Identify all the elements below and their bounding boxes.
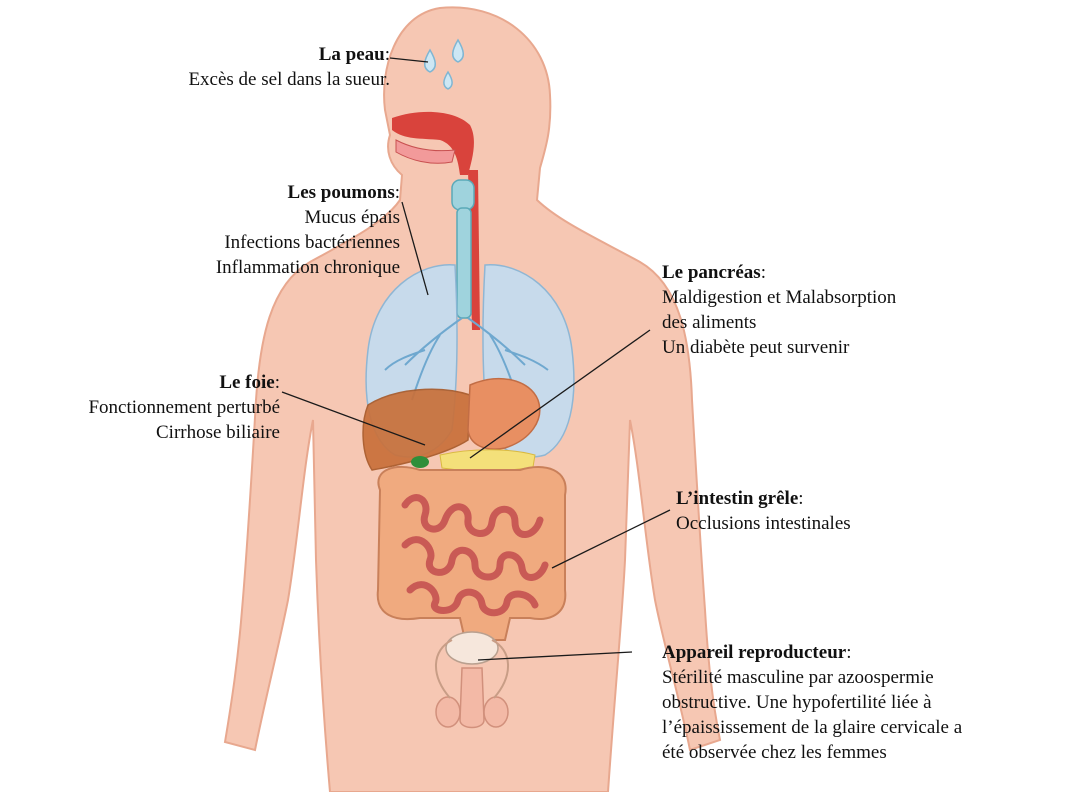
label-reproductive-title: Appareil reproducteur xyxy=(662,642,846,663)
label-intestine: L’intestin grêle: Occlusions intestinale… xyxy=(676,486,851,536)
label-reproductive-line-4: été observée chez les femmes xyxy=(662,740,962,765)
penis xyxy=(460,668,484,728)
label-reproductive-line-2: obstructive. Une hypofertilité liée à xyxy=(662,690,962,715)
label-pancreas-line-1: Maldigestion et Malabsorption xyxy=(662,285,896,310)
label-lungs: Les poumons: Mucus épais Infections bact… xyxy=(216,180,400,280)
label-intestine-line-1: Occlusions intestinales xyxy=(676,511,851,536)
larynx xyxy=(452,180,474,210)
pancreas xyxy=(440,450,535,471)
label-intestine-title: L’intestin grêle xyxy=(676,488,798,509)
label-lungs-line-3: Inflammation chronique xyxy=(216,255,400,280)
label-reproductive: Appareil reproducteur: Stérilité masculi… xyxy=(662,640,962,765)
label-lungs-line-2: Infections bactériennes xyxy=(216,230,400,255)
label-liver-title: Le foie xyxy=(219,372,274,393)
label-reproductive-line-3: l’épaississement de la glaire cervicale … xyxy=(662,715,962,740)
label-reproductive-line-1: Stérilité masculine par azoospermie xyxy=(662,665,962,690)
label-lungs-line-1: Mucus épais xyxy=(216,205,400,230)
testis-left xyxy=(436,697,460,727)
label-liver: Le foie: Fonctionnement perturbé Cirrhos… xyxy=(88,370,280,445)
label-pancreas: Le pancréas: Maldigestion et Malabsorpti… xyxy=(662,260,896,360)
label-liver-line-1: Fonctionnement perturbé xyxy=(88,395,280,420)
label-pancreas-line-3: Un diabète peut survenir xyxy=(662,335,896,360)
label-skin-line-1: Excès de sel dans la sueur. xyxy=(188,67,390,92)
label-lungs-title: Les poumons xyxy=(288,182,395,203)
testis-right xyxy=(484,697,508,727)
label-liver-line-2: Cirrhose biliaire xyxy=(88,420,280,445)
trachea xyxy=(457,208,471,318)
label-pancreas-title: Le pancréas xyxy=(662,262,761,283)
label-pancreas-line-2: des aliments xyxy=(662,310,896,335)
gallbladder xyxy=(411,456,429,468)
label-skin-title: La peau xyxy=(319,44,385,65)
label-skin: La peau: Excès de sel dans la sueur. xyxy=(188,42,390,92)
